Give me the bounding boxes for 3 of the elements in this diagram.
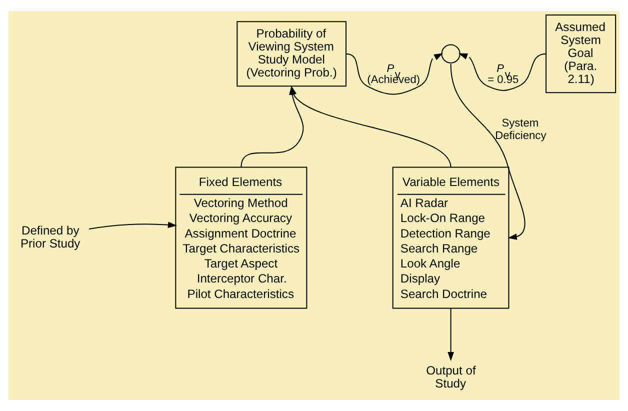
edge-label: System Deficiency [495, 118, 546, 142]
node-text: Defined by Prior Study [20, 223, 80, 250]
node-text: Output of Study [426, 363, 476, 391]
